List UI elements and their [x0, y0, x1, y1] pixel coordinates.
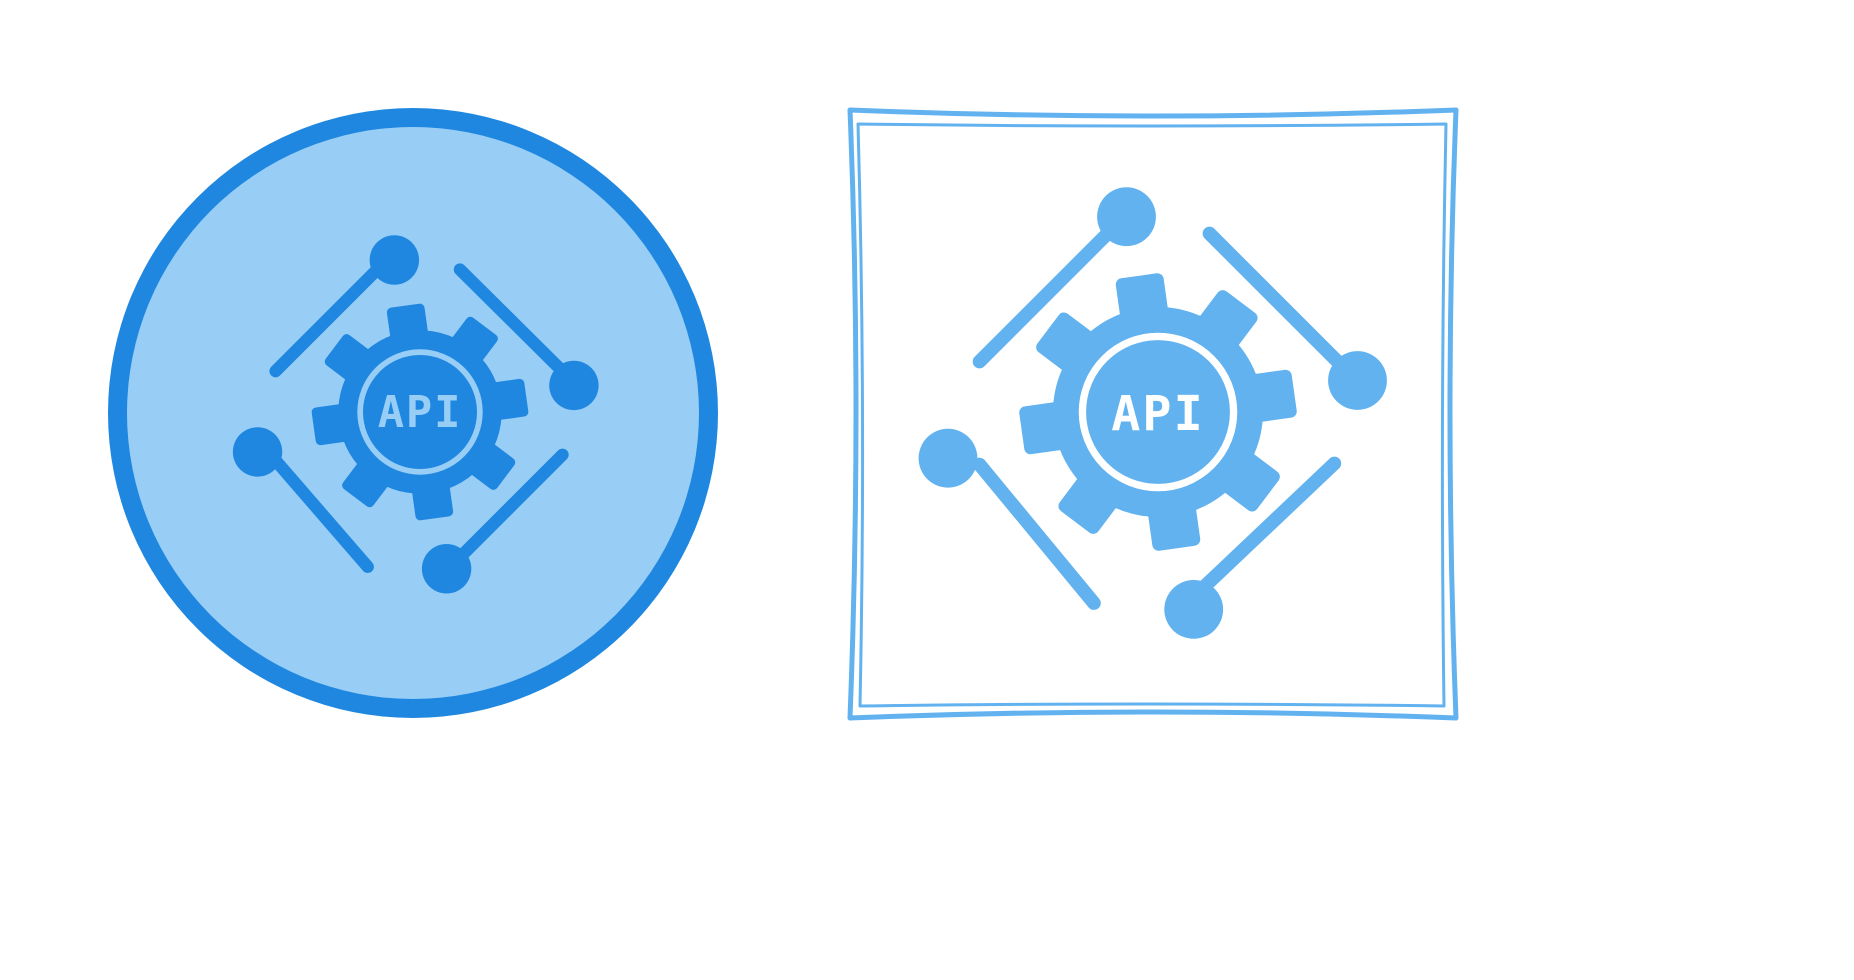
api-gear-network-icon: API	[918, 187, 1387, 639]
api-label: API	[378, 387, 463, 438]
api-icon-sketch-frame: API	[847, 107, 1459, 721]
api-label: API	[1111, 386, 1205, 442]
sketch-frame-border	[847, 107, 1459, 721]
api-icon-circle-badge: API	[108, 108, 718, 718]
api-gear-network-icon: API	[232, 235, 599, 594]
